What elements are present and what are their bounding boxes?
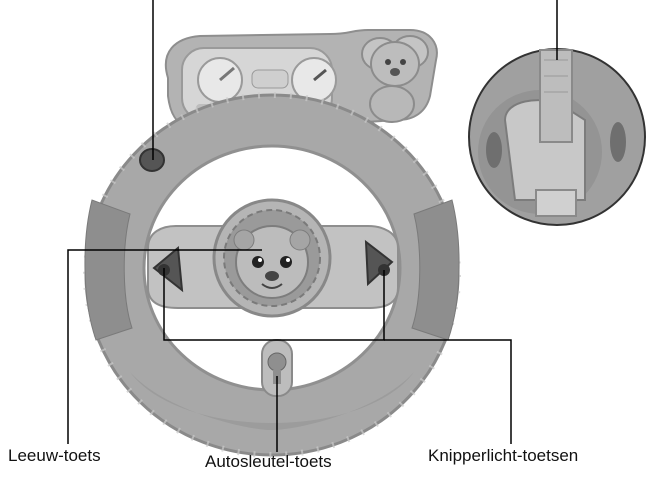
lion-button-label: Leeuw-toets — [8, 446, 101, 466]
battery-compartment-inset — [469, 49, 645, 225]
lion-button[interactable] — [234, 226, 310, 298]
blinker-buttons-label: Knipperlicht-toetsen — [428, 446, 578, 466]
car-key-button-label: Autosleutel-toets — [205, 452, 332, 472]
